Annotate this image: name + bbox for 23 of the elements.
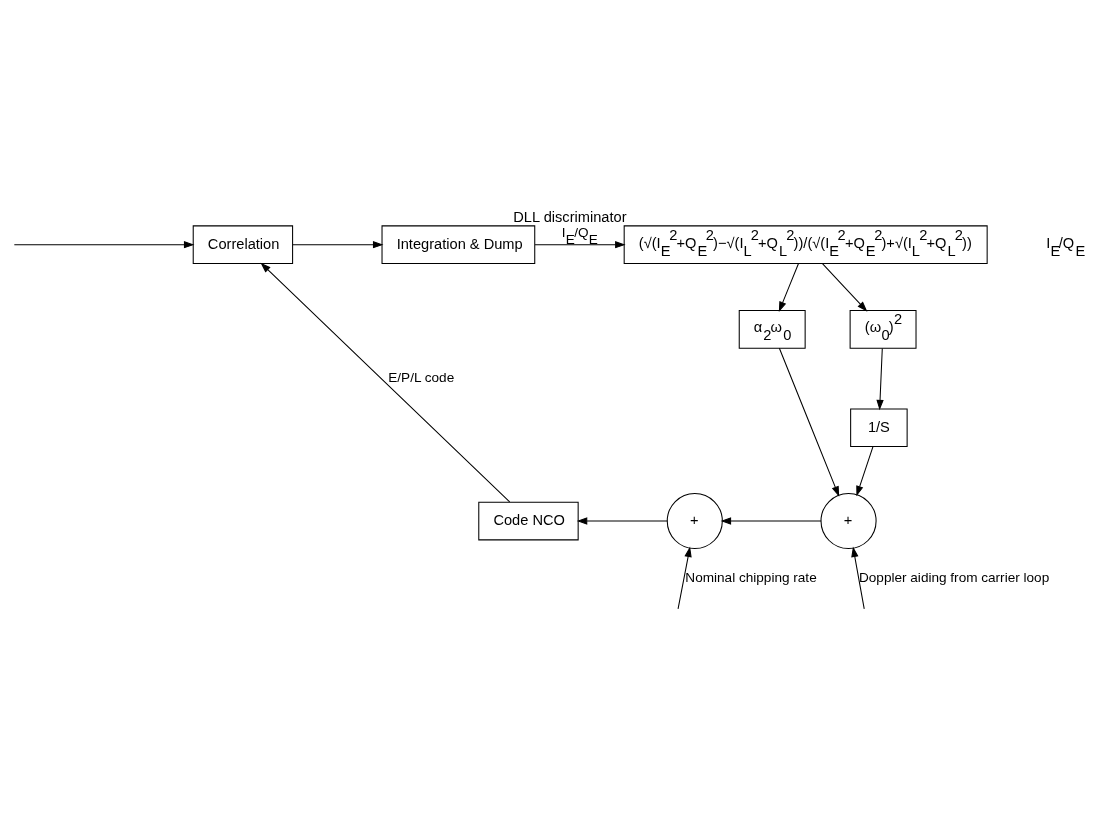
arrow (720, 516, 822, 525)
edge-label: E/P/L code (388, 369, 455, 385)
node-box: Integration & Dump (381, 224, 536, 264)
arrow (856, 445, 874, 496)
arrow (576, 516, 668, 525)
node-circle: + (666, 492, 723, 549)
node-circle: + (820, 492, 877, 549)
arrow (13, 240, 195, 248)
arrow (821, 262, 868, 312)
arrow (534, 240, 626, 248)
node-box: 1/S (850, 407, 908, 447)
arrow (260, 262, 511, 502)
arrow (876, 347, 884, 410)
node-box: Code NCO (478, 501, 579, 540)
node-box: Correlation (192, 224, 294, 264)
edge-label: Doppler aiding from carrier loop (859, 569, 1050, 585)
arrow (292, 240, 384, 248)
arrow (677, 546, 692, 609)
arrow (851, 546, 865, 609)
arrow (778, 262, 799, 312)
node-label: DLL discriminator (513, 208, 627, 225)
arrow (778, 347, 840, 497)
edge-label: Nominal chipping rate (685, 569, 817, 585)
